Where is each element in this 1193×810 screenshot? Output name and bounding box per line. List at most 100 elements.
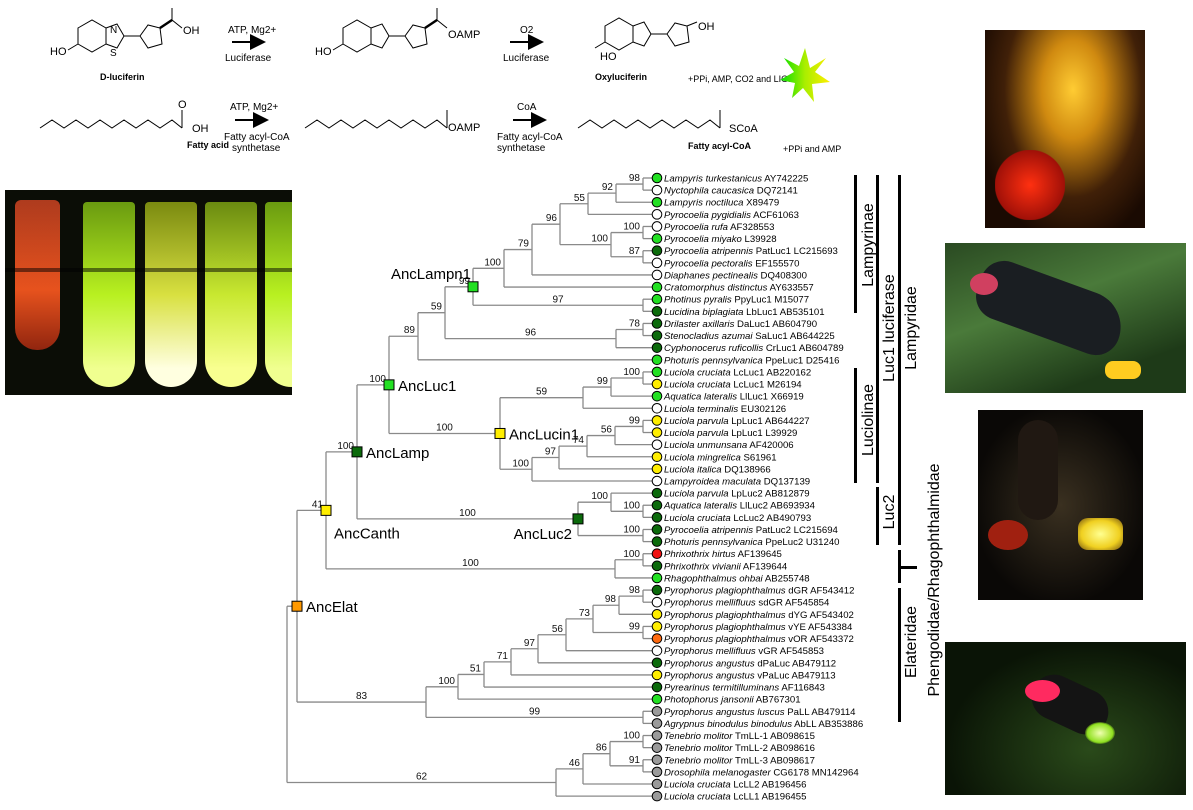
species-name: Pyrophorus angustus	[664, 670, 755, 681]
leaf-label: Pyrophorus plagiophthalmus dGR AF543412	[664, 586, 854, 597]
leaf-label: Lucidina biplagiata LbLuc1 AB535101	[664, 307, 825, 318]
accession: AY633557	[770, 283, 814, 294]
leaf-label: Pyrophorus plagiophthalmus dYG AF543402	[664, 610, 854, 621]
leaf-label: Luciola cruciata LcLuc2 AB490793	[664, 513, 811, 524]
bootstrap-value: 100	[484, 257, 501, 268]
accession: AF139644	[743, 561, 788, 572]
bootstrap-value: 97	[524, 638, 536, 649]
accession: sdGR AF545854	[758, 598, 830, 609]
species-name: Cyphonocerus ruficollis	[664, 343, 763, 354]
leaf-color-marker	[651, 281, 663, 293]
species-name: Phrixothrix hirtus	[664, 549, 736, 560]
leaf-label: Pyrearinus termitilluminans AF116843	[664, 683, 825, 694]
bootstrap-value: 100	[369, 374, 386, 385]
leaf-color-marker	[651, 451, 663, 463]
leaf-color-marker	[651, 705, 663, 717]
accession: AF139645	[738, 549, 782, 560]
leaf-label: Cratomorphus distinctus AY633557	[664, 283, 814, 294]
accession: SaLuc1 AB644225	[755, 331, 835, 342]
leaf-color-marker	[651, 790, 663, 802]
leaf-label: Luciola cruciata LcLuc1 M26194	[664, 380, 802, 391]
leaf-label: Photuris pennsylvanica PpeLuc2 U31240	[664, 537, 840, 548]
leaf-label: Agrypnus binodulus binodulus AbLL AB3538…	[663, 719, 863, 730]
species-name: Pyrophorus plagiophthalmus	[664, 622, 786, 633]
accession: AF328553	[730, 222, 774, 233]
firefly-night-photo	[945, 642, 1186, 795]
species-name: Lampyris noctiluca	[664, 198, 743, 209]
species-name: Nyctophila caucasica	[664, 186, 754, 197]
leaf-label: Pyrocoelia pygidialis ACF61063	[664, 210, 799, 221]
accession: vGR AF545853	[758, 646, 824, 657]
leaf-color-marker	[651, 742, 663, 753]
leaf-color-marker	[651, 402, 663, 414]
bootstrap-value: 100	[512, 458, 529, 469]
leaf-label: Drilaster axillaris DaLuc1 AB604790	[664, 319, 817, 330]
bootstrap-value: 89	[404, 325, 416, 336]
bootstrap-value: 100	[337, 441, 354, 452]
leaf-label: Pyrocoelia atripennis PatLuc1 LC215693	[664, 246, 838, 257]
accession: vPaLuc AB479113	[757, 670, 835, 681]
enzyme-label: Fatty acyl-CoA	[224, 132, 290, 143]
ancestor-node-marker	[351, 446, 363, 458]
species-name: Luciola terminalis	[664, 404, 738, 415]
leaf-label: Cyphonocerus ruficollis CrLuc1 AB604789	[664, 343, 844, 354]
oxyluciferin-label: Oxyluciferin	[595, 72, 647, 82]
atom-label: S	[110, 48, 117, 59]
leaf-color-marker	[651, 354, 663, 366]
species-name: Stenocladius azumai	[664, 331, 753, 342]
oxyluciferin-structure	[594, 17, 698, 51]
species-name: Luciola cruciata	[664, 780, 731, 791]
leaf-color-marker	[651, 609, 663, 620]
leaf-color-marker	[651, 306, 663, 317]
bootstrap-value: 41	[312, 499, 324, 510]
byproducts-label: +PPi and AMP	[783, 144, 841, 154]
leaf-label: Lampyroidea maculata DQ137139	[664, 477, 810, 488]
leaf-label: Tenebrio molitor TmLL-2 AB098616	[664, 743, 815, 754]
leaf-color-marker	[651, 754, 663, 766]
species-name: Tenebrio molitor	[664, 755, 733, 766]
accession: dYG AF543402	[788, 610, 854, 621]
leaf-color-marker	[651, 427, 663, 438]
bootstrap-value: 100	[459, 508, 476, 519]
bootstrap-value: 100	[462, 558, 479, 569]
reagent-label: ATP, Mg2+	[230, 102, 278, 113]
species-name: Pyrearinus termitilluminans	[664, 683, 779, 694]
accession: LcLuc1 AB220162	[733, 367, 811, 378]
ancestor-label: AncElat	[306, 599, 359, 616]
species-name: Agrypnus binodulus binodulus	[663, 719, 792, 730]
bootstrap-value: 74	[573, 435, 585, 446]
leaf-color-marker	[651, 645, 663, 656]
leaf-color-marker	[651, 657, 663, 669]
luc1-bar	[876, 175, 879, 483]
leaf-label: Pyrocoelia atripennis PatLuc2 LC215694	[664, 525, 839, 536]
accession: AY742225	[764, 174, 808, 185]
accession: X89479	[746, 198, 779, 209]
accession: AB767301	[756, 695, 801, 706]
ancestor-label: AncLamp	[366, 445, 429, 462]
accession: DQ408300	[761, 270, 807, 281]
atom-label: OH	[192, 123, 209, 135]
clade-label-elateridae: Elateridae	[903, 605, 920, 679]
leaf-label: Pyrophorus angustus luscus PaLL AB479114	[664, 707, 856, 718]
species-name: Pyrophorus angustus	[664, 658, 755, 669]
species-name: Pyrocoelia rufa	[664, 222, 728, 233]
species-name: Pyrocoelia pygidialis	[664, 210, 751, 221]
leaf-color-marker	[651, 499, 663, 511]
species-name: Pyrophorus mellifluus	[664, 646, 756, 657]
bootstrap-value: 62	[416, 771, 428, 782]
leaf-label: Luciola mingrelica S61961	[664, 452, 777, 463]
accession: LbLuc1 AB535101	[746, 307, 824, 318]
leaf-color-marker	[651, 693, 663, 705]
species-name: Aquatica lateralis	[663, 501, 737, 512]
bootstrap-value: 83	[356, 691, 368, 702]
bootstrap-value: 99	[529, 706, 541, 717]
bootstrap-value: 100	[623, 367, 640, 378]
leaf-color-marker	[651, 439, 663, 450]
leaf-color-marker	[651, 209, 663, 220]
leaf-color-marker	[651, 269, 663, 281]
species-name: Lampyris turkestanicus	[664, 174, 762, 185]
leaf-color-marker	[651, 766, 663, 778]
ancestor-label: AncLuc1	[398, 378, 456, 395]
accession: LcLuc2 AB490793	[733, 513, 811, 524]
accession: DaLuc1 AB604790	[737, 319, 817, 330]
